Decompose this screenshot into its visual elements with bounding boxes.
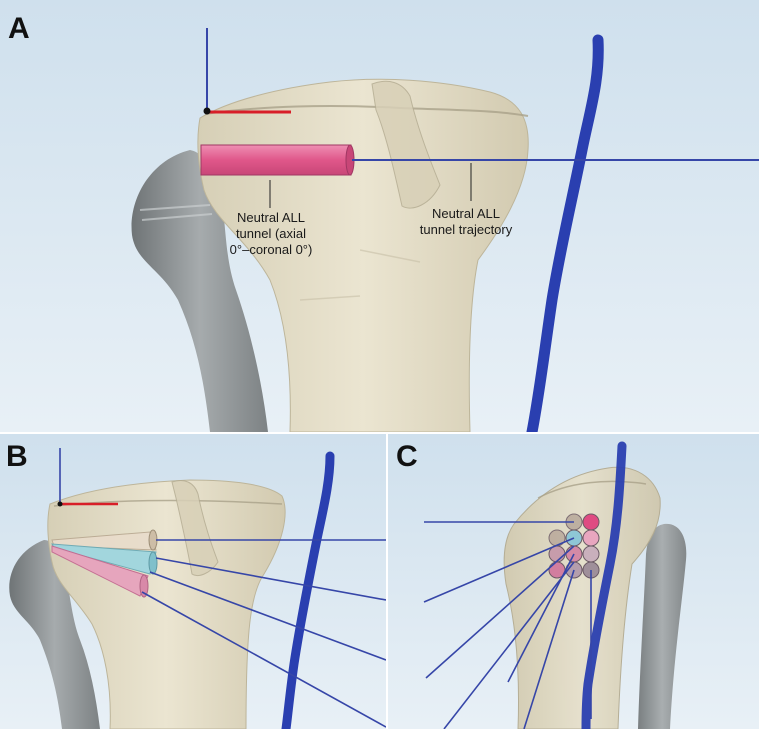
tunnel-pink [51, 545, 149, 597]
trajectory-lines [141, 539, 386, 728]
tibia [503, 466, 661, 729]
panel-c-render [388, 434, 759, 729]
neutral-all-tunnel [200, 144, 352, 176]
fibula [9, 540, 100, 729]
trajectory-callout: Neutral ALL tunnel trajectory [419, 206, 513, 237]
panel-b-render [0, 434, 386, 729]
trajectory-lines [423, 521, 592, 729]
reference-point [203, 107, 211, 115]
panel-a-render [0, 0, 759, 432]
panel-b: B [0, 434, 386, 729]
panel-c: C [388, 434, 759, 729]
tunnel-callout: Neutral ALL tunnel (axial 0°–coronal 0°) [229, 210, 313, 257]
reference-point [57, 501, 63, 507]
panel-letter-b: B [6, 440, 28, 473]
panel-letter-a: A [8, 12, 30, 45]
popliteal-vessel [581, 441, 627, 729]
fibula [131, 150, 268, 432]
popliteal-vessel [526, 34, 604, 432]
panel-a: A Neutral ALL tunnel (axial 0°–coronal 0… [0, 0, 759, 432]
popliteal-vessel [281, 451, 335, 729]
panel-letter-c: C [396, 440, 418, 473]
fibula [638, 523, 687, 729]
